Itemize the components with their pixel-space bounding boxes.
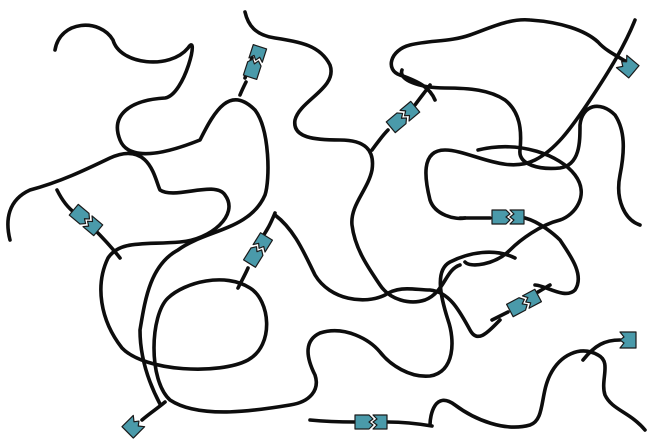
polymer-strand xyxy=(6,151,517,414)
crosslink-unit xyxy=(242,246,264,268)
polymer-strand xyxy=(140,400,167,422)
crosslink-unit xyxy=(399,100,421,122)
crosslink-pair xyxy=(505,288,543,318)
polymer-strand xyxy=(308,418,357,424)
polymer-strand xyxy=(370,128,390,152)
crosslink-unit xyxy=(385,112,408,134)
crosslink-pair xyxy=(242,44,268,80)
polymer-strand xyxy=(399,68,642,227)
open-end-unit xyxy=(619,331,637,349)
crosslink-unit xyxy=(242,58,262,80)
crosslinks xyxy=(68,44,543,430)
crosslink-pair xyxy=(354,414,388,430)
crosslink-unit xyxy=(248,44,268,63)
crosslink-unit xyxy=(252,232,274,253)
polymer-strand xyxy=(581,338,622,362)
crosslink-unit xyxy=(82,215,104,237)
crosslink-unit xyxy=(121,414,146,439)
polymer-strand xyxy=(424,18,637,221)
polymer-strand xyxy=(523,216,581,296)
crosslink-unit xyxy=(372,414,388,430)
polymer-strand xyxy=(490,310,510,322)
crosslink-unit xyxy=(354,414,374,430)
crosslink-unit xyxy=(521,288,543,309)
crosslink-pair xyxy=(385,100,421,134)
open-ends xyxy=(121,54,640,439)
polymer-strand xyxy=(243,10,462,304)
polymer-strand xyxy=(536,283,552,294)
crosslink-pair xyxy=(68,203,104,237)
polymer-strand xyxy=(238,80,248,97)
polymer-strand xyxy=(463,145,583,267)
polymer-strand xyxy=(428,349,647,432)
crosslink-unit xyxy=(505,297,528,318)
polymer-strand xyxy=(389,17,629,102)
polymer-strand xyxy=(53,23,270,406)
polymer-strand xyxy=(236,266,250,290)
polymer-strand xyxy=(55,188,77,215)
crosslink-unit xyxy=(68,203,91,225)
crosslink-pair xyxy=(242,232,274,268)
crosslink-unit xyxy=(619,331,637,349)
crosslink-pair xyxy=(491,209,525,225)
crosslink-unit xyxy=(615,54,640,79)
crosslink-unit xyxy=(509,209,525,225)
polymer-strands xyxy=(6,10,647,432)
open-end-unit xyxy=(121,414,146,439)
crosslink-unit xyxy=(491,209,511,225)
polymer-strand xyxy=(273,213,502,338)
polymer-strand xyxy=(413,83,432,107)
open-end-unit xyxy=(615,54,640,79)
polymer-strand xyxy=(386,420,434,428)
